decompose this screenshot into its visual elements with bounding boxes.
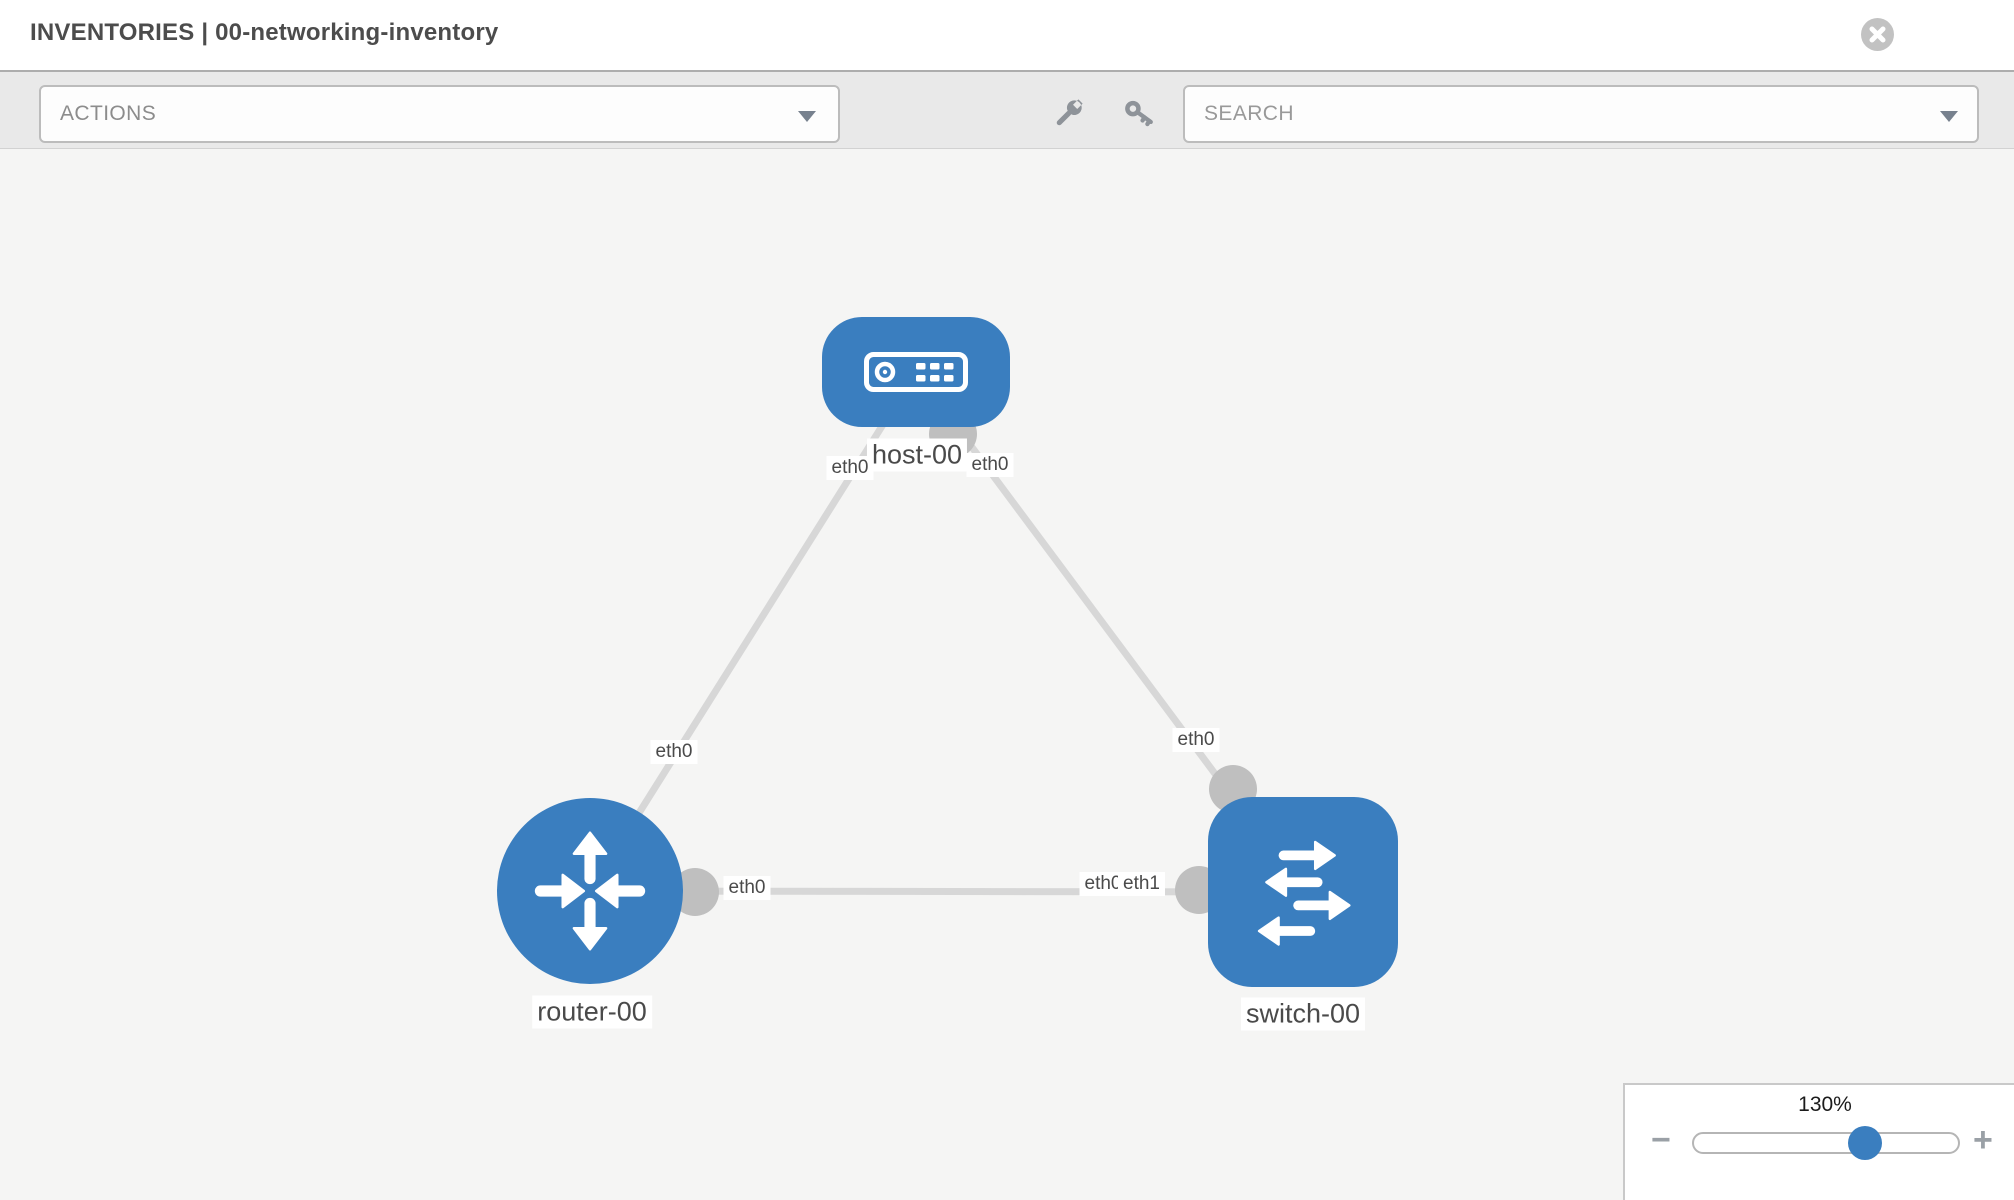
interface-label: eth0	[826, 456, 874, 480]
actions-dropdown-label: ACTIONS	[60, 102, 157, 125]
zoom-slider-track[interactable]	[1692, 1132, 1960, 1154]
header: INVENTORIES | 00-networking-inventory	[0, 0, 2014, 70]
node-router-00[interactable]	[497, 798, 683, 984]
key-icon	[1125, 100, 1153, 127]
router-icon	[534, 831, 646, 951]
chevron-down-icon	[798, 111, 816, 122]
zoom-level-value: 130%	[1798, 1093, 1852, 1116]
actions-dropdown[interactable]: ACTIONS	[39, 85, 840, 143]
node-label-host-00: host-00	[866, 438, 968, 472]
zoom-out-button[interactable]: −	[1651, 1121, 1671, 1159]
node-switch-00[interactable]	[1208, 797, 1398, 987]
credentials-button[interactable]	[1111, 85, 1169, 143]
interface-label: eth0	[723, 876, 771, 900]
close-button[interactable]	[1861, 18, 1894, 51]
host-icon	[864, 352, 968, 392]
interface-label: eth0	[1172, 728, 1220, 752]
zoom-in-button[interactable]: +	[1973, 1121, 1993, 1159]
wrench-icon	[1056, 99, 1083, 126]
interface-label: eth0	[966, 453, 1014, 477]
topology-links-layer	[587, 369, 1306, 916]
zoom-slider-handle[interactable]	[1848, 1126, 1882, 1160]
toolbar: ACTIONS SEARCH	[0, 70, 2014, 149]
chevron-down-icon	[1940, 111, 1958, 122]
interface-dot-router-eth0[interactable]	[671, 868, 719, 916]
interface-label: eth0	[650, 740, 698, 764]
node-label-switch-00: switch-00	[1240, 997, 1366, 1031]
switch-icon	[1257, 840, 1351, 946]
node-label-router-00: router-00	[532, 995, 652, 1029]
search-dropdown-label: SEARCH	[1204, 102, 1294, 125]
topology-canvas[interactable]: host-00 router-00 switch-00 eth0 eth0 et…	[0, 149, 2014, 1200]
page-title: INVENTORIES | 00-networking-inventory	[30, 19, 499, 46]
close-icon	[1869, 26, 1886, 43]
search-dropdown[interactable]: SEARCH	[1183, 85, 1979, 143]
zoom-control-panel: 130% − +	[1623, 1083, 2014, 1200]
configure-button[interactable]	[1039, 85, 1097, 143]
interface-label: eth1	[1118, 872, 1165, 896]
node-host-00[interactable]	[822, 317, 1010, 427]
